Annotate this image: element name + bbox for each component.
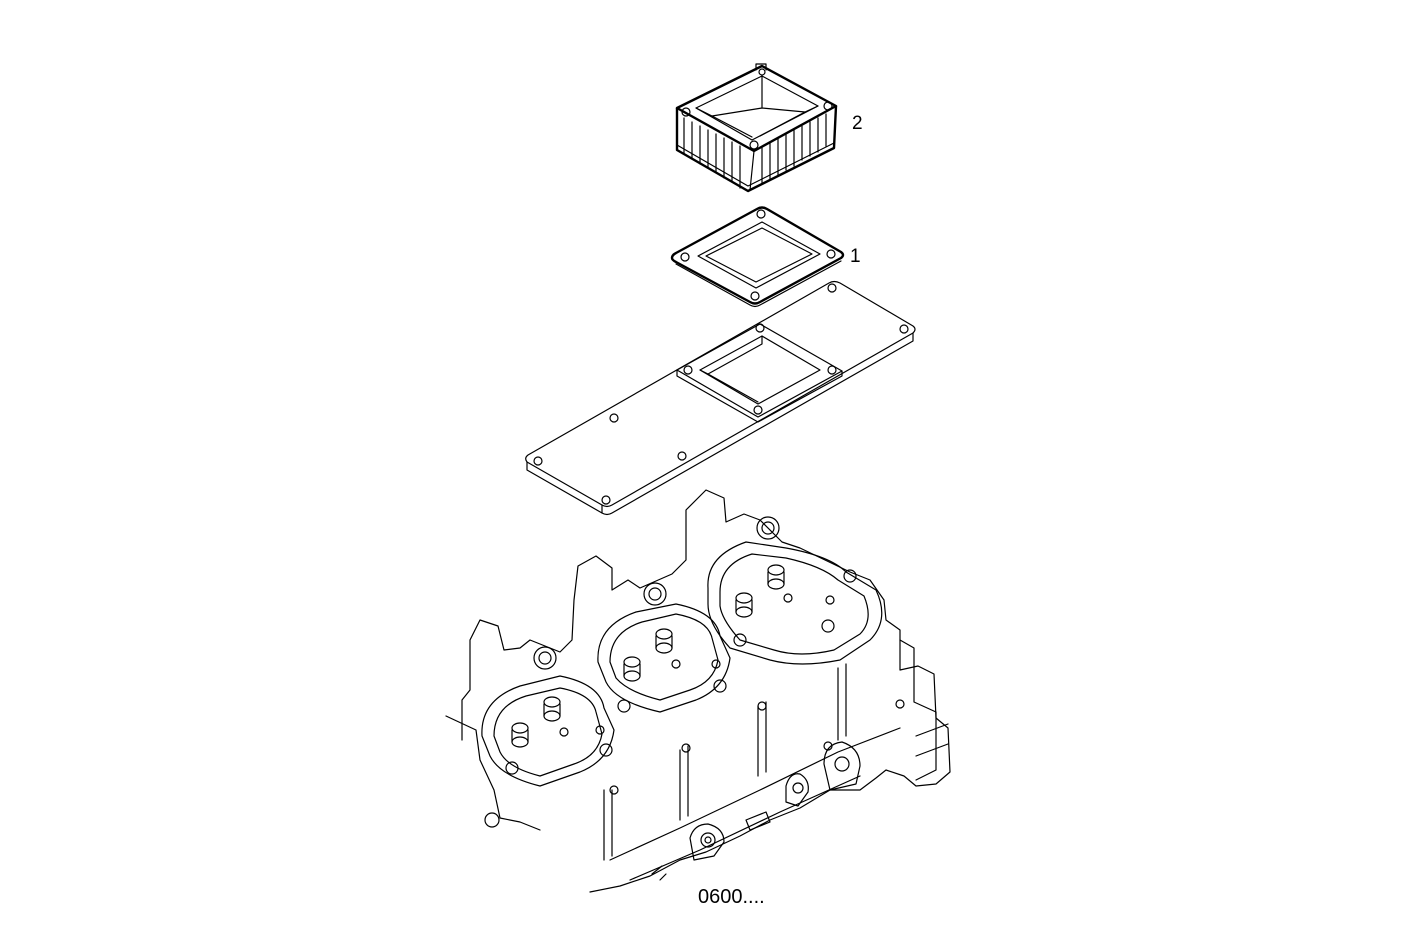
cylinder-head	[445, 489, 951, 893]
figure-code: 0600....	[698, 886, 765, 908]
adaptor-plate	[525, 280, 916, 516]
part-cover[interactable]	[675, 63, 838, 193]
callout-gasket-label: 1	[850, 246, 861, 267]
part-gasket[interactable]	[670, 206, 845, 308]
callout-cover-label: 2	[852, 113, 863, 134]
